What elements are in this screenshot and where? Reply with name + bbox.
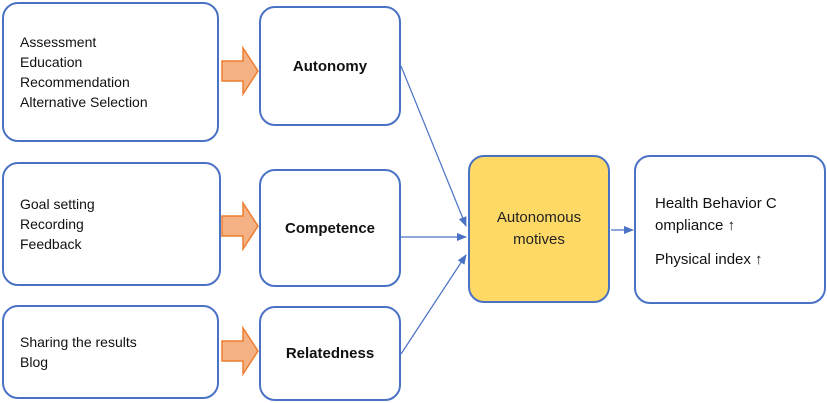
outcome-line: ompliance ↑ — [655, 217, 736, 234]
need-label: Competence — [284, 219, 376, 237]
motives-label-line1: Autonomous — [496, 209, 582, 226]
need-box-competence: Competence — [259, 169, 401, 287]
activity-item: Sharing the results — [20, 334, 137, 350]
activity-item: Education — [20, 54, 83, 70]
activity-item: Feedback — [20, 236, 82, 252]
activity-item: Recording — [20, 216, 84, 232]
block-arrow-relatedness — [221, 325, 259, 377]
connector-autonomy-to-motives — [400, 65, 467, 227]
need-label: Relatedness — [285, 345, 375, 362]
outcome-line: Physical index ↑ — [655, 251, 763, 268]
need-box-autonomy: Autonomy — [259, 6, 401, 126]
activity-item: Alternative Selection — [20, 94, 148, 110]
motives-label-line2: motives — [513, 231, 565, 248]
activities-box-autonomy: Assessment Education Recommendation Alte… — [2, 2, 219, 142]
need-box-relatedness: Relatedness — [259, 306, 401, 401]
connector-relatedness-to-motives — [400, 254, 467, 355]
block-arrow-autonomy — [221, 45, 259, 97]
need-label: Autonomy — [292, 57, 368, 75]
activities-box-competence: Goal setting Recording Feedback — [2, 162, 221, 286]
outcomes-box: Health Behavior C ompliance ↑ Physical i… — [634, 155, 826, 304]
activity-item: Recommendation — [20, 74, 130, 90]
activities-box-relatedness: Sharing the results Blog — [2, 305, 219, 399]
outcome-line: Health Behavior C — [655, 195, 777, 212]
activity-item: Goal setting — [20, 196, 95, 212]
activity-item: Assessment — [20, 34, 97, 50]
autonomous-motives-box: Autonomous motives — [468, 155, 610, 303]
activity-item: Blog — [20, 354, 49, 370]
block-arrow-competence — [221, 200, 259, 252]
